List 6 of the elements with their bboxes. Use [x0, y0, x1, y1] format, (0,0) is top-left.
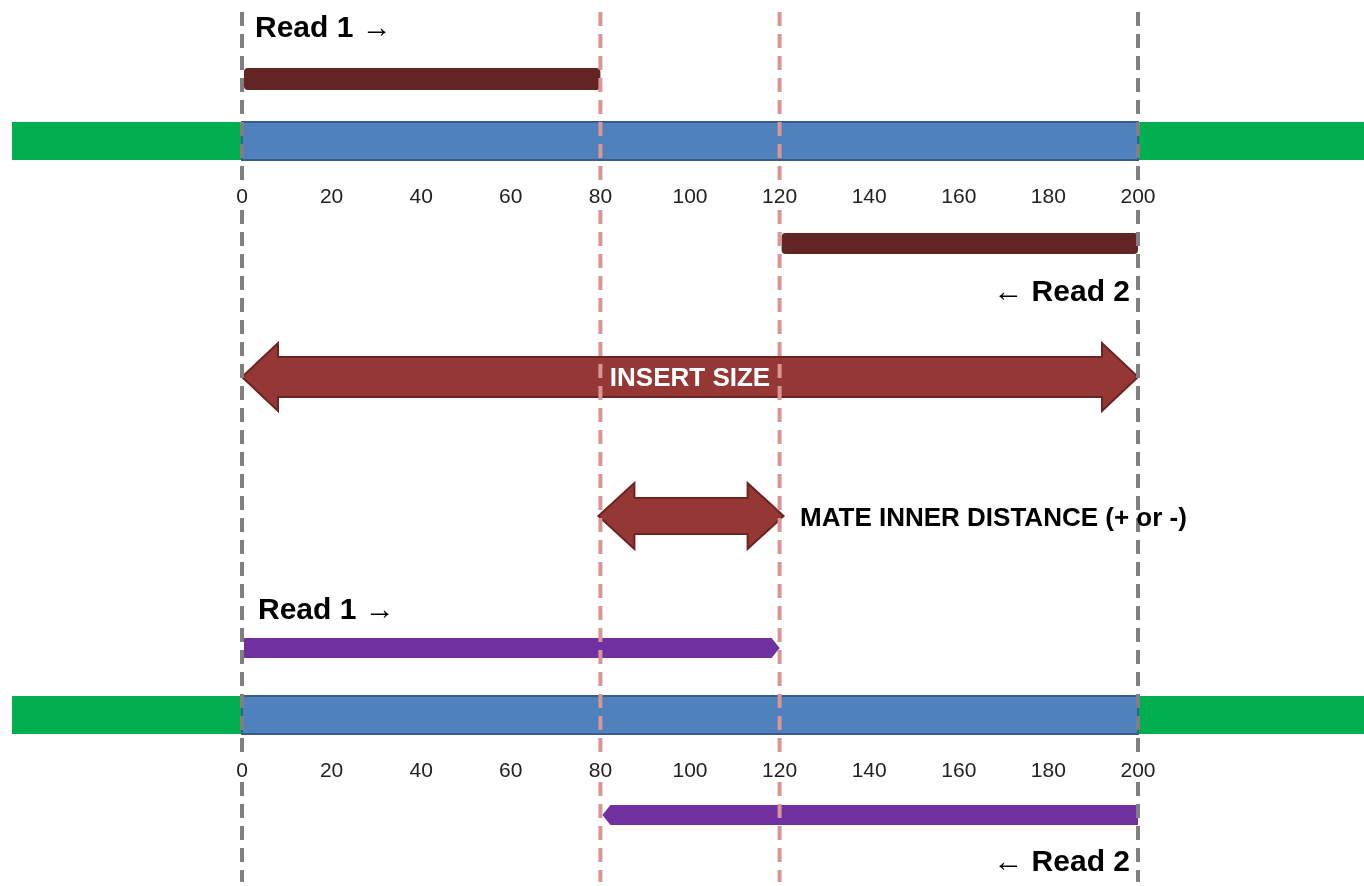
dimension-label: MATE INNER DISTANCE (+ or -) [800, 504, 1187, 530]
dimension-label: INSERT SIZE [609, 364, 771, 390]
read-label: ← Read 2 [993, 276, 1130, 306]
read-label: Read 1 → [255, 12, 392, 42]
read-label: ← Read 2 [993, 846, 1130, 876]
read-label: Read 1 → [258, 594, 395, 624]
